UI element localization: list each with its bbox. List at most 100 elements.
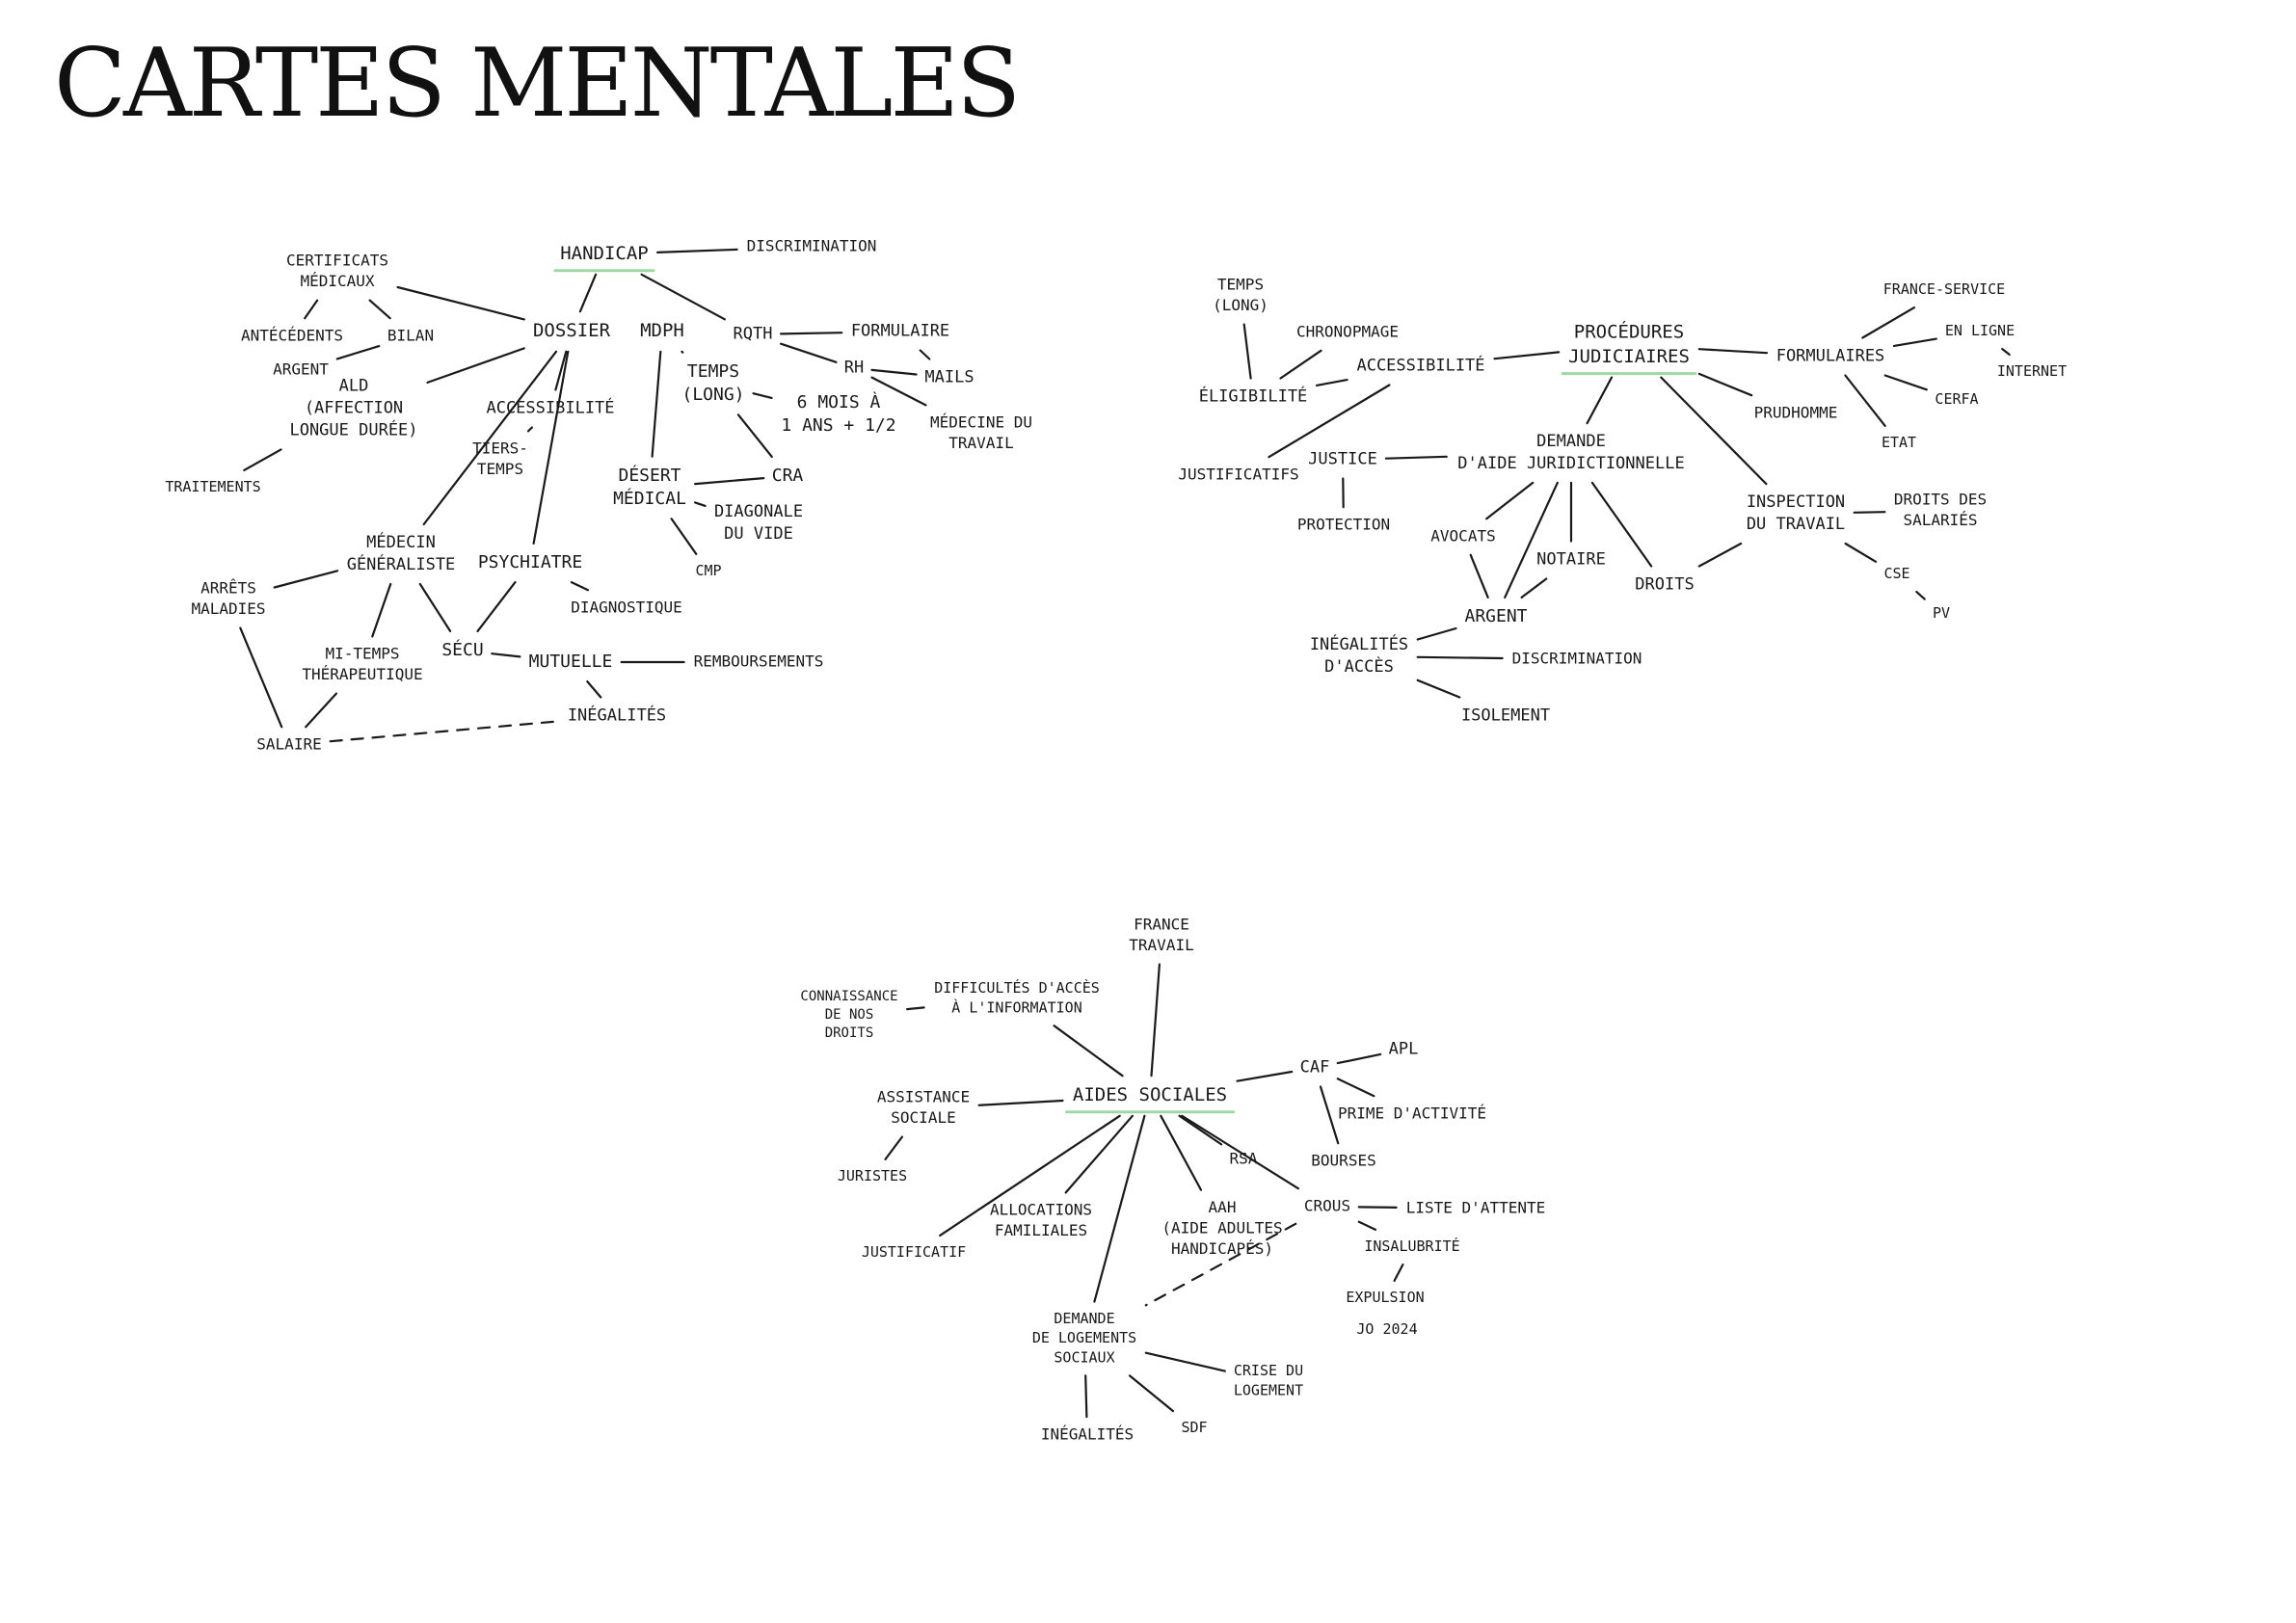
node-dossier: DOSSIER [533, 320, 611, 341]
edge-ald-traitements [243, 448, 282, 471]
edge-notaire-argent2 [1520, 577, 1548, 599]
edge-dossier-accessibilite1 [554, 350, 568, 391]
edge-temps2-eligibilite [1242, 323, 1252, 380]
node-prudhomme: PRUDHOMME [1754, 403, 1838, 421]
node-handicap: HANDICAP [560, 243, 649, 264]
node-pv: PV [1933, 604, 1950, 622]
node-liste: LISTE D'ATTENTE [1406, 1198, 1546, 1216]
edge-demandelog-crise [1144, 1351, 1226, 1372]
node-remboursements: REMBOURSEMENTS [694, 652, 824, 670]
edge-chronopmage-eligibilite [1279, 349, 1322, 380]
edge-procedures-demande [1586, 376, 1614, 425]
edge-formulaires2-etat [1844, 374, 1886, 427]
edge-enligne-internet [2001, 348, 2011, 356]
edge-aides-difficultes [1053, 1024, 1124, 1078]
edge-accessibilite2-justificatifs [1268, 384, 1391, 459]
node-avocats: AVOCATS [1430, 526, 1495, 545]
node-traitements: TRAITEMENTS [165, 478, 260, 495]
edge-formulaires2-enligne [1892, 337, 1937, 347]
node-bilan: BILAN [387, 326, 434, 344]
node-temps2: TEMPS(LONG) [1213, 276, 1268, 315]
edge-mdph-desert [651, 350, 662, 458]
edge-mitemps-salaire [305, 692, 337, 729]
edge-demandelog-inegalites3 [1084, 1374, 1088, 1419]
edge-aides-aah [1160, 1114, 1203, 1191]
node-jo: JO 2024 [1356, 1320, 1417, 1338]
edge-rh-medecinetravail [870, 376, 927, 407]
edge-procedures-accessibilite2 [1493, 351, 1561, 360]
edge-inspection-cse [1844, 542, 1878, 563]
edge-aides-allocations [1064, 1114, 1135, 1194]
node-argent2: ARGENT [1464, 606, 1527, 626]
edge-aides-assistance [977, 1099, 1064, 1106]
edge-caf-prime [1336, 1078, 1375, 1098]
node-eligibilite: ÉLIGIBILITÉ [1199, 386, 1308, 407]
edge-inegalites2-isolement [1416, 678, 1461, 699]
node-secu: SÉCU [441, 639, 483, 660]
node-justificatifs: JUSTIFICATIFS [1178, 465, 1298, 483]
edge-insalubrite-expulsion [1393, 1263, 1404, 1283]
edge-arrets-salaire [239, 626, 283, 729]
edge-aides-demandelog [1093, 1114, 1146, 1303]
node-aides: AIDES SOCIALES [1073, 1084, 1227, 1105]
edge-medecin-arrets [273, 570, 339, 589]
node-droits1: DROITS [1635, 575, 1694, 595]
edge-demande-argent2 [1504, 481, 1559, 599]
edge-dossier-medecin [422, 350, 558, 526]
edge-justice-demande [1384, 455, 1448, 460]
edge-inspection-droitssalaries [1853, 511, 1886, 514]
edge-assistance-juristes [884, 1135, 904, 1161]
node-insalubrite: INSALUBRITÉ [1364, 1237, 1459, 1255]
edge-aides-rsa [1178, 1114, 1223, 1146]
edge-medecin-secu [418, 582, 452, 633]
edge-temps1-cra [736, 413, 773, 458]
edge-dossier-certificats [396, 285, 525, 321]
edge-aides-caf [1236, 1070, 1294, 1082]
node-juristes: JURISTES [838, 1167, 907, 1184]
edge-aides-crous [1181, 1114, 1300, 1190]
edge-accessibilite2-eligibilite [1315, 379, 1348, 386]
node-cmp: CMP [695, 562, 721, 579]
edge-inspection-droits1 [1697, 542, 1743, 568]
node-tiers: TIERS-TEMPS [472, 439, 528, 479]
node-bourses: BOURSES [1311, 1151, 1375, 1169]
edge-mdph-temps1 [681, 350, 684, 354]
node-salaire: SALAIRE [256, 734, 321, 753]
node-mutuelle: MUTUELLE [529, 652, 613, 672]
edge-cra-desert [693, 477, 765, 486]
edge-certificats-antecedents [304, 299, 319, 320]
node-justice: JUSTICE [1308, 450, 1377, 469]
node-cse: CSE [1883, 565, 1909, 582]
node-diagnostique: DIAGNOSTIQUE [571, 598, 682, 616]
node-crous: CROUS [1304, 1196, 1350, 1214]
edges-layer [239, 248, 2011, 1419]
edge-secu-mutuelle [491, 652, 521, 658]
edge-formulaire1-mails [919, 349, 931, 360]
edge-aides-justificatif [939, 1114, 1121, 1237]
node-mdph: MDPH [640, 320, 684, 341]
edge-medecin-mitemps [371, 582, 392, 638]
edge-inegalites2-discrimination2 [1416, 655, 1504, 660]
node-rh: RH [844, 359, 864, 378]
edge-caf-bourses [1319, 1085, 1340, 1145]
node-enligne: EN LIGNE [1945, 322, 2015, 339]
edge-desert-cmp [670, 518, 698, 556]
node-apl: APL [1389, 1040, 1419, 1059]
